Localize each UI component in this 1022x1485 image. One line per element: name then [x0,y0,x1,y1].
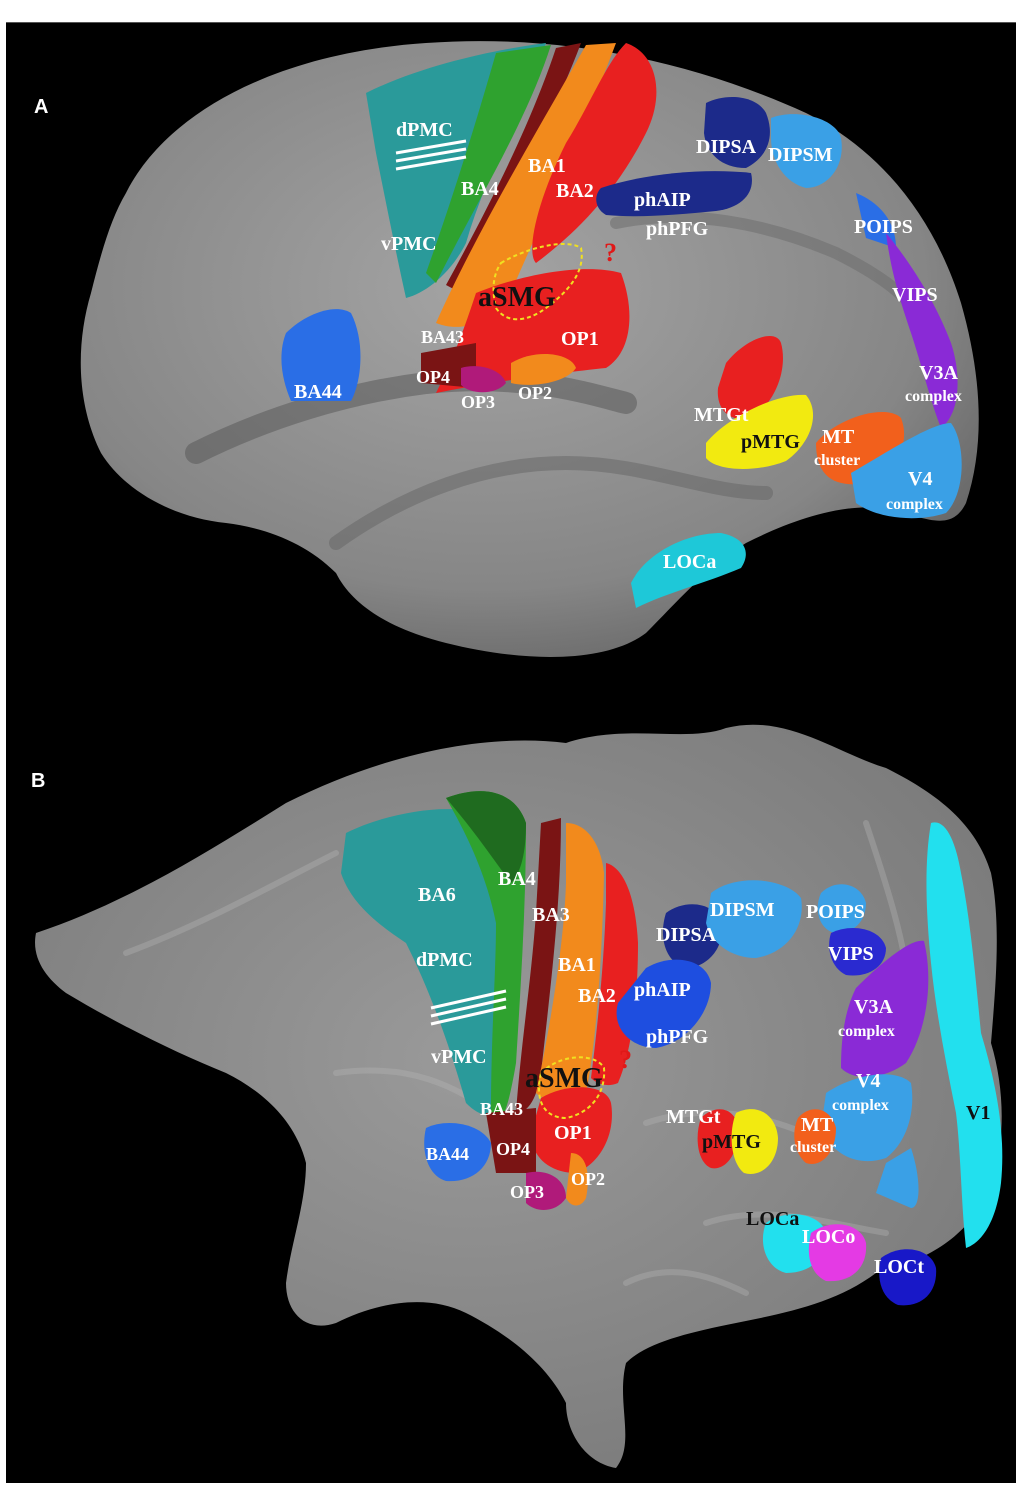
label-a-v3a-sub: complex [905,388,962,405]
label-a-vips: VIPS [892,284,938,306]
label-a-phpfg: phPFG [646,218,709,240]
label-b-phpfg: phPFG [646,1026,709,1048]
label-b-op1: OP1 [554,1122,592,1144]
label-b-ba44: BA44 [426,1144,469,1164]
figure-frame: A [6,22,1016,1483]
label-a-op3: OP3 [461,392,495,412]
label-a-vpmc: vPMC [381,233,437,255]
label-a-op4: OP4 [416,367,450,387]
label-a-dipsm: DIPSM [768,144,833,166]
label-a-mt-sub: cluster [814,452,860,469]
label-b-ba1: BA1 [558,954,596,976]
label-a-mt: MT [822,426,855,448]
label-a-ba44: BA44 [294,381,342,403]
label-b-vips: VIPS [828,943,874,965]
label-b-poips: POIPS [806,901,865,923]
label-a-ba2: BA2 [556,180,594,202]
label-b-vpmc: vPMC [431,1046,487,1068]
label-a-asmg: aSMG [478,282,556,313]
label-b-dipsm: DIPSM [710,899,775,921]
label-b-ba4: BA4 [498,868,536,890]
label-b-asmg: aSMG [525,1063,603,1094]
label-b-mtgt: MTGt [666,1106,721,1128]
label-b-mt: MT [801,1114,834,1136]
label-b-phaip: phAIP [634,979,691,1001]
label-a-loca: LOCa [663,551,716,573]
label-b-v3a-sub: complex [838,1023,895,1040]
label-b-ba6: BA6 [418,884,456,906]
label-a-ba4: BA4 [461,178,499,200]
label-a-op1: OP1 [561,328,599,350]
panel-a: A [34,41,979,657]
panel-b: B [31,725,1002,1468]
label-b-op4: OP4 [496,1139,530,1159]
label-a-ba43: BA43 [421,327,464,347]
label-a-dpmc: dPMC [396,119,453,141]
label-b-dpmc: dPMC [416,949,473,971]
label-b-pmtg: pMTG [702,1131,761,1153]
label-a-dipsa: DIPSA [696,136,757,158]
label-b-dipsa: DIPSA [656,924,717,946]
label-a-pmtg: pMTG [741,431,800,453]
panel-a-letter: A [34,96,48,118]
label-b-op3: OP3 [510,1182,544,1202]
label-a-question: ? [604,238,617,267]
panel-b-letter: B [31,770,45,792]
label-a-v3a: V3A [919,362,958,384]
label-a-phaip: phAIP [634,189,691,211]
label-b-loca: LOCa [746,1208,799,1230]
label-b-ba2: BA2 [578,985,616,1007]
label-b-question: ? [619,1045,632,1074]
label-b-loco: LOCo [802,1226,855,1248]
label-b-v4: V4 [856,1070,880,1092]
label-a-ba1: BA1 [528,155,566,177]
figure-canvas: A [6,23,1016,1483]
label-a-v4-sub: complex [886,496,943,513]
label-b-v1: V1 [966,1102,990,1124]
label-b-op2: OP2 [571,1169,605,1189]
label-b-ba3: BA3 [532,904,570,926]
label-a-mtgt: MTGt [694,404,749,426]
label-b-loct: LOCt [874,1256,924,1278]
label-b-ba43: BA43 [480,1099,523,1119]
label-b-mt-sub: cluster [790,1139,836,1156]
label-b-v4-sub: complex [832,1097,889,1114]
label-a-poips: POIPS [854,216,913,238]
label-a-v4: V4 [908,468,932,490]
label-a-op2: OP2 [518,383,552,403]
label-b-v3a: V3A [854,996,893,1018]
